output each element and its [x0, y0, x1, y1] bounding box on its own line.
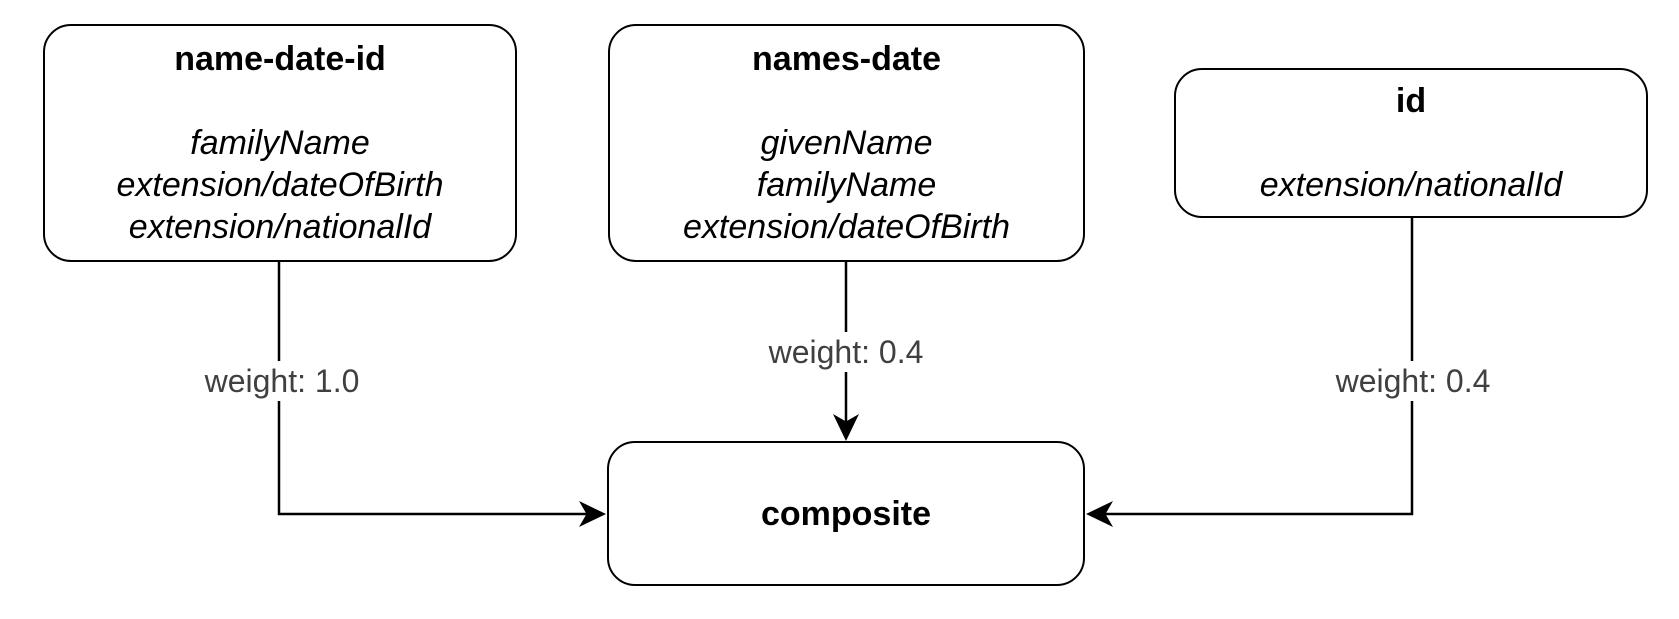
edge-name-date-id-to-composite — [277, 262, 587, 516]
node-attribute: extension/nationalId — [128, 208, 432, 246]
node-id: id extension/nationalId — [1174, 68, 1648, 218]
node-attribute: familyName — [756, 166, 937, 204]
edge-label-weight-0.4-right: weight: 0.4 — [1329, 361, 1497, 401]
node-name-date-id: name-date-id familyName extension/dateOf… — [43, 24, 517, 262]
node-attribute: extension/dateOfBirth — [683, 208, 1010, 246]
arrowhead-left-icon — [1086, 501, 1113, 527]
node-attribute: extension/dateOfBirth — [116, 166, 444, 204]
edge-id-to-composite — [1105, 218, 1414, 516]
node-attribute: familyName — [190, 124, 370, 162]
arrowhead-down-icon — [833, 414, 859, 441]
edge-label-weight-0.4-middle: weight: 0.4 — [762, 332, 930, 372]
node-title: composite — [760, 494, 932, 533]
node-title: names-date — [752, 40, 941, 78]
node-attribute: extension/nationalId — [1259, 166, 1563, 204]
node-composite: composite — [607, 441, 1085, 586]
node-names-date: names-date givenName familyName extensio… — [608, 24, 1085, 262]
arrowhead-right-icon — [579, 501, 606, 527]
node-title: name-date-id — [174, 40, 386, 78]
edge-label-weight-1.0: weight: 1.0 — [198, 361, 366, 401]
node-title: id — [1395, 82, 1427, 120]
node-attribute: givenName — [760, 124, 933, 162]
